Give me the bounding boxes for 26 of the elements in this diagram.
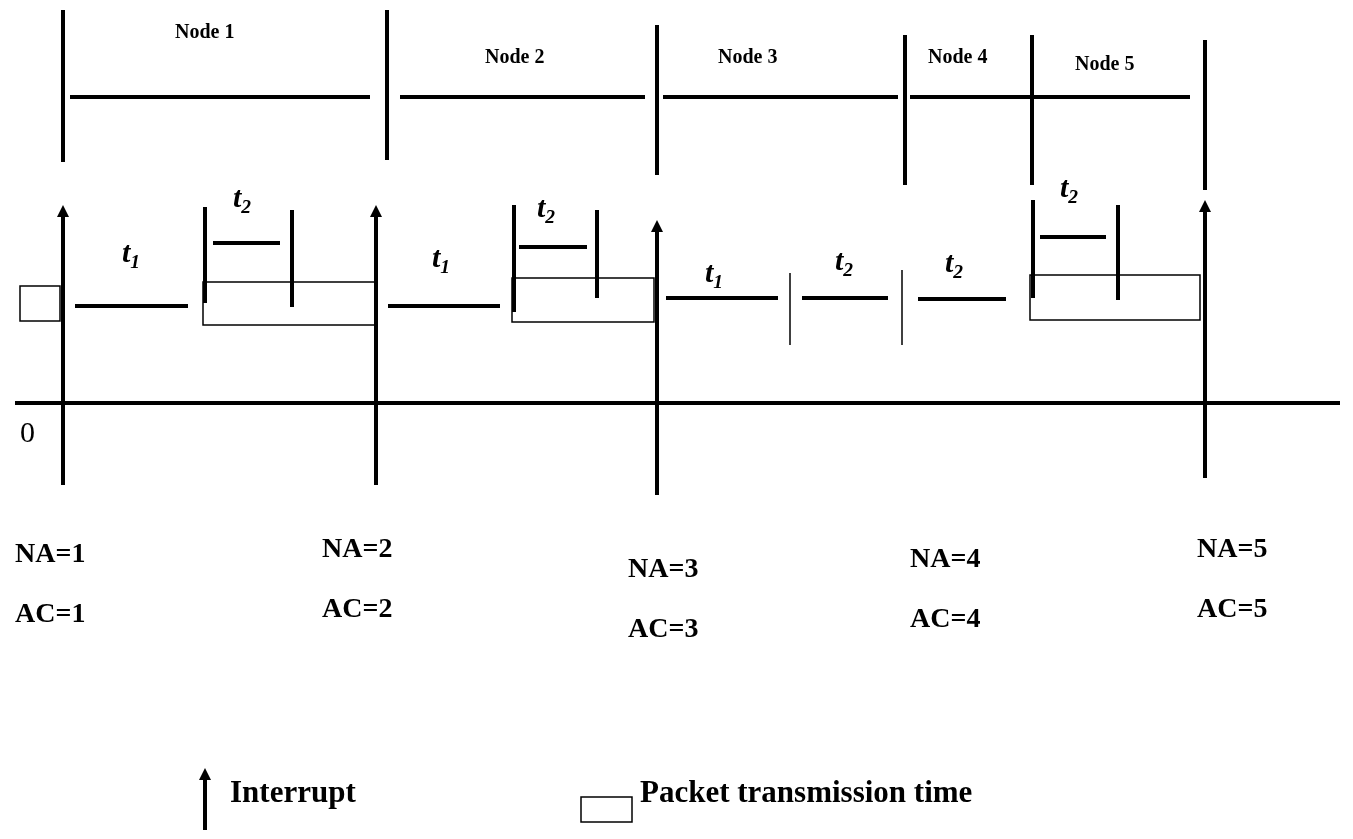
legend-text: Packet transmission time <box>640 775 973 810</box>
node-name: Node 2 <box>485 45 545 67</box>
time-label: t$_{1}$ <box>705 255 724 293</box>
counter-label: AC=3 <box>628 613 699 644</box>
node-name: Node 3 <box>718 45 778 67</box>
counter-label: NA=4 <box>910 543 981 574</box>
counter-label: NA=5 <box>1197 533 1268 564</box>
node-name: Node 4 <box>928 45 988 67</box>
counter-label: AC=1 <box>15 598 86 629</box>
counter-label: AC=4 <box>910 603 981 634</box>
node-name: Node 1 <box>175 20 235 42</box>
time-label: t$_{2}$ <box>945 245 964 283</box>
time-label: t$_{2}$ <box>1060 170 1079 208</box>
counter-label: NA=2 <box>322 533 393 564</box>
time-label: t$_{1}$ <box>122 235 141 273</box>
node-name: Node 5 <box>1075 52 1135 74</box>
counter-label: AC=5 <box>1197 593 1268 624</box>
counter-label: AC=2 <box>322 593 393 624</box>
legend-text: Interrupt <box>230 775 356 810</box>
counter-label: NA=1 <box>15 538 86 569</box>
time-label: t$_{2}$ <box>233 180 252 218</box>
time-label: t$_{2}$ <box>537 190 556 228</box>
time-label: t$_{2}$ <box>835 243 854 281</box>
axis-label: 0 <box>20 415 35 448</box>
counter-label: NA=3 <box>628 553 699 584</box>
time-label: t$_{1}$ <box>432 240 451 278</box>
